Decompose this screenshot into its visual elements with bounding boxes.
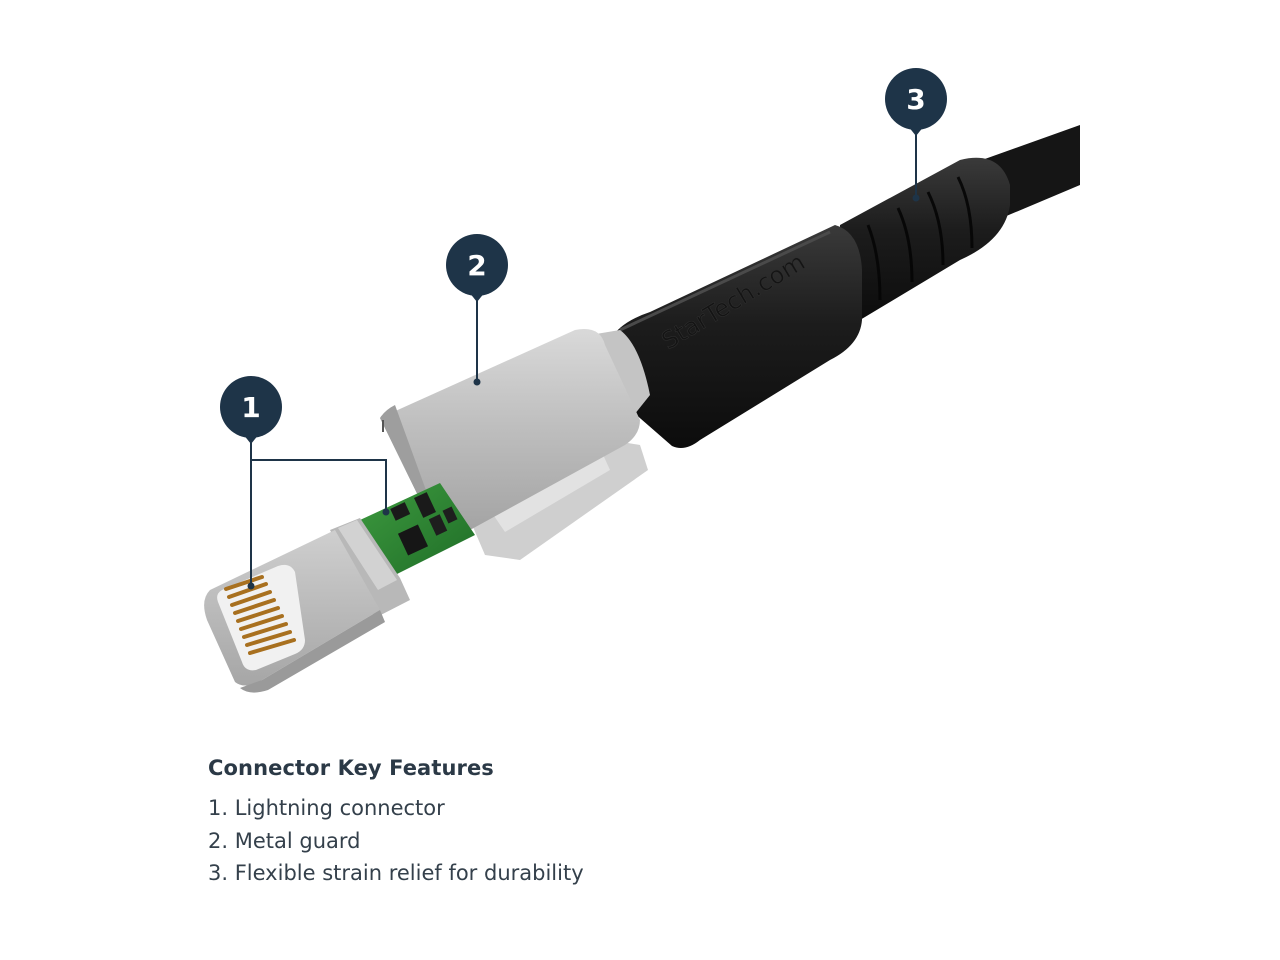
- pcb-group: [360, 483, 475, 575]
- metal-guard: [380, 329, 640, 534]
- features-legend: Connector Key Features 1. Lightning conn…: [208, 756, 584, 890]
- molded-housing: [609, 225, 862, 448]
- callout-dots: [247, 194, 920, 590]
- features-title: Connector Key Features: [208, 756, 494, 780]
- svg-text:3: 3: [906, 83, 925, 116]
- svg-text:2: 2: [467, 249, 486, 282]
- gold-contacts-icon: [224, 575, 296, 655]
- callout-badge-1: 1: [220, 376, 282, 444]
- cable-group: StarTech.com: [609, 125, 1080, 448]
- feature-item-strain-relief: 3. Flexible strain relief for durability: [208, 861, 584, 885]
- callout-badge-2: 2: [446, 234, 508, 302]
- features-list: 1. Lightning connector 2. Metal guard 3.…: [208, 792, 584, 890]
- svg-text:1: 1: [241, 391, 260, 424]
- callout-lines: [250, 125, 917, 586]
- lightning-plug-group: [204, 518, 410, 693]
- feature-item-lightning-connector: 1. Lightning connector: [208, 796, 445, 820]
- strain-relief: [840, 157, 1010, 320]
- callout-badge-3: 3: [885, 68, 947, 136]
- feature-item-metal-guard: 2. Metal guard: [208, 828, 361, 853]
